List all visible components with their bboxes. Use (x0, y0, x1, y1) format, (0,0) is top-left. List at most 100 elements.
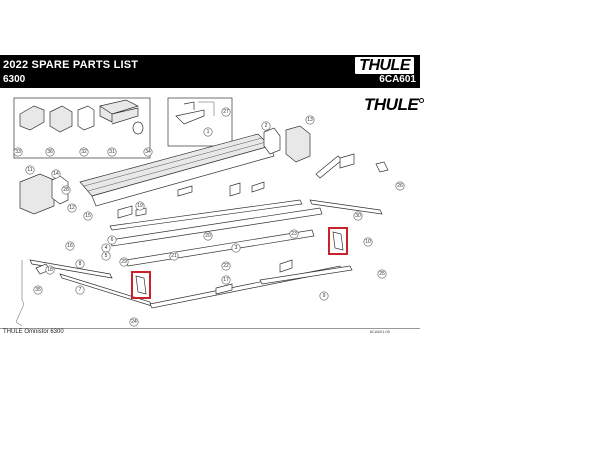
thule-logo: THULE (355, 57, 414, 74)
callout-bubble (45, 147, 55, 157)
highlighted-part-left (135, 275, 147, 295)
callout-number: 29 (121, 259, 127, 265)
highlight-box-left (131, 271, 151, 299)
callout-bubble (261, 121, 271, 131)
cassette-line (83, 137, 267, 192)
accessory-inset (13, 97, 151, 159)
callout-bubble (129, 317, 139, 327)
callout-bubble (221, 261, 231, 271)
callout-number: 3 (235, 245, 238, 251)
right-end-cap (285, 125, 311, 163)
cassette-lower (91, 145, 275, 207)
valance-strip (109, 199, 303, 231)
callout-number: 7 (79, 287, 82, 293)
part-shape (19, 105, 45, 131)
callout-bubble (61, 185, 71, 195)
brand-mark: THULE (364, 95, 425, 114)
callout-bubble (289, 229, 299, 239)
left-arm-upper (29, 259, 113, 279)
callout-bubble (51, 169, 61, 179)
document-code: 6CA601 (379, 74, 416, 85)
callout-number: 22 (223, 263, 229, 269)
callout-bubble (221, 275, 231, 285)
leader-line (198, 101, 215, 116)
part-shape (175, 101, 205, 125)
callout-number: 10 (365, 239, 371, 245)
leg-rod (15, 260, 25, 327)
model-number: 6300 (3, 74, 26, 85)
footer-ref: 6CA601-00 (369, 329, 390, 334)
part-shape (99, 99, 139, 125)
callout-number: 11 (27, 167, 32, 173)
callout-number: 5 (105, 253, 108, 259)
right-bracket (263, 127, 281, 155)
right-arm (309, 199, 383, 215)
bracket-set-3 (339, 153, 389, 173)
support-leg-2 (259, 265, 353, 285)
callout-bubble (135, 201, 145, 211)
callout-bubble (319, 291, 329, 301)
footer-label: THULE Omnistor 6300 (3, 329, 64, 335)
left-end-cap (19, 173, 55, 215)
callout-bubble (107, 235, 117, 245)
callout-number: 26 (397, 183, 403, 189)
callout-number: 23 (291, 231, 297, 237)
part-shape (77, 105, 95, 131)
callout-number: 34 (145, 149, 151, 155)
callout-bubble (79, 147, 89, 157)
callout-bubble (25, 165, 35, 175)
callout-bubble (75, 259, 85, 269)
callout-number: 24 (131, 319, 137, 325)
callout-bubble (101, 251, 111, 261)
footer: THULE Omnistor 6300 6CA601-00 (0, 328, 420, 339)
callout-bubble (45, 265, 55, 275)
callout-number: 30 (355, 213, 361, 219)
callout-number: 12 (69, 205, 75, 211)
header-bar: 2022 SPARE PARTS LIST 6300 6CA601 THULE (0, 55, 420, 88)
callout-number: 1 (207, 129, 210, 135)
callout-bubble (395, 181, 405, 191)
callout-number: 17 (223, 277, 229, 283)
callout-number: 27 (223, 109, 229, 115)
part-shape (49, 105, 73, 133)
callout-number: 16 (67, 243, 73, 249)
callout-number: 32 (81, 149, 87, 155)
callout-bubble (363, 237, 373, 247)
callout-bubble (353, 211, 363, 221)
callout-bubble (107, 147, 117, 157)
callout-number: 8 (79, 261, 82, 267)
callout-number: 9 (323, 293, 326, 299)
callout-number: 31 (109, 149, 115, 155)
callout-number: 6 (111, 237, 114, 243)
right-arm-link (315, 155, 343, 179)
part-shape (132, 121, 144, 135)
callout-bubble (33, 285, 43, 295)
callout-bubble (13, 147, 23, 157)
callout-bubble (65, 241, 75, 251)
callout-number: 20 (205, 233, 211, 239)
callout-number: 33 (15, 149, 21, 155)
callout-number: 21 (171, 253, 177, 259)
callout-number: 35 (35, 287, 41, 293)
callout-number: 13 (307, 117, 313, 123)
callout-bubble (231, 243, 241, 253)
callout-number: 4 (105, 245, 108, 251)
callout-bubble (143, 147, 153, 157)
callout-bubble (169, 251, 179, 261)
callout-bubble (221, 107, 231, 117)
callout-bubble (203, 127, 213, 137)
bracket-inset (167, 97, 233, 147)
callout-number: 2 (265, 123, 268, 129)
highlight-box-right (328, 227, 348, 255)
callout-number: 19 (137, 203, 143, 209)
sheet-title: 2022 SPARE PARTS LIST (3, 59, 139, 71)
bracket-set-4 (215, 259, 293, 295)
bracket-set (177, 181, 265, 197)
callout-bubble (377, 269, 387, 279)
callout-number: 25 (379, 271, 385, 277)
callout-bubble (67, 203, 77, 213)
highlighted-part-right (332, 231, 344, 251)
